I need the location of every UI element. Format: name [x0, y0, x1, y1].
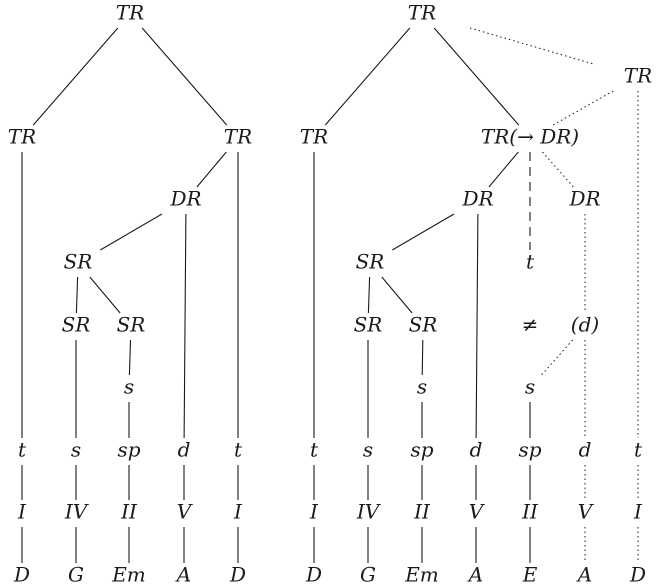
right-node-sp2: sp — [518, 438, 541, 462]
left-edge-TR-TRb — [141, 27, 228, 126]
right-node-SR2: SR — [409, 313, 438, 337]
left-node-c3: Em — [111, 563, 146, 587]
right-node-c4: A — [467, 563, 483, 587]
right-edge-TR-TRa — [324, 27, 411, 126]
right-node-n1: I — [309, 500, 319, 524]
right-node-SR: SR — [356, 250, 385, 274]
left-node-t1: t — [18, 438, 27, 462]
right-edge-TRc-DR2 — [542, 151, 574, 188]
left-node-t2: t — [234, 438, 243, 462]
right-node-n4: V — [469, 500, 486, 524]
left-node-c2: G — [68, 563, 84, 587]
right-node-c2: G — [360, 563, 376, 587]
right-node-c5: E — [522, 563, 538, 587]
left-node-s1: s — [71, 438, 81, 462]
left-node-n2: IV — [64, 500, 90, 524]
right-edge-SR-SR2 — [381, 276, 413, 314]
right-node-d2: d — [579, 438, 592, 462]
tree-edges — [21, 27, 639, 563]
right-node-DR2: DR — [568, 187, 600, 211]
right-node-c3: Em — [404, 563, 439, 587]
left-node-TRb: TR — [224, 125, 252, 149]
left-edge-DR-d1 — [183, 213, 187, 439]
left-node-n4: V — [177, 500, 194, 524]
left-node-DR: DR — [169, 187, 201, 211]
left-edge-TR-TRa — [32, 27, 119, 126]
right-edge-SR2-s — [421, 339, 424, 376]
left-edge-TRb-DR — [196, 151, 227, 188]
left-node-n3: II — [120, 500, 138, 524]
right-node-s: s — [417, 375, 427, 399]
left-node-n5: I — [233, 500, 243, 524]
right-node-d1: d — [470, 438, 483, 462]
right-edge-dpar-sE — [541, 339, 573, 376]
right-edge-DR-d1 — [475, 213, 479, 439]
right-edge-SR-SR1 — [367, 276, 371, 314]
right-node-c1: D — [305, 563, 322, 587]
left-node-d1: d — [178, 438, 191, 462]
left-edge-SR-SR1 — [75, 276, 79, 314]
right-node-TR: TR — [408, 1, 436, 25]
right-node-s1: s — [363, 438, 373, 462]
right-edge-TR-TRx — [469, 27, 594, 65]
left-node-c1: D — [13, 563, 30, 587]
left-node-SR2: SR — [117, 313, 146, 337]
left-node-n1: I — [17, 500, 27, 524]
right-node-TRa: TR — [300, 125, 328, 149]
right-edge-TR-TRc — [433, 27, 520, 126]
right-node-n5: II — [521, 500, 539, 524]
right-edge-TRc-DR — [488, 151, 519, 188]
right-node-tt: t — [526, 250, 535, 274]
right-node-c7: D — [629, 563, 646, 587]
right-node-TRx: TR — [624, 64, 652, 88]
left-node-SR: SR — [64, 250, 93, 274]
right-node-SR1: SR — [354, 313, 383, 337]
right-node-n3: II — [413, 500, 431, 524]
left-node-sp1: sp — [117, 438, 140, 462]
left-node-TR: TR — [116, 1, 144, 25]
left-node-TRa: TR — [8, 125, 36, 149]
left-node-s: s — [124, 375, 134, 399]
right-node-sE: s — [525, 375, 535, 399]
left-node-SR1: SR — [62, 313, 91, 337]
right-node-n6: V — [578, 500, 595, 524]
right-node-dpar: (d) — [571, 313, 599, 337]
left-node-c4: A — [175, 563, 191, 587]
right-node-DR: DR — [461, 187, 493, 211]
right-node-t2: t — [634, 438, 643, 462]
right-node-n2: IV — [356, 500, 382, 524]
right-node-neq: ≠ — [522, 313, 539, 337]
left-edge-DR-SR — [100, 213, 163, 251]
right-node-n7: I — [633, 500, 643, 524]
right-node-t1: t — [310, 438, 319, 462]
right-edge-DR-SR — [392, 213, 455, 251]
right-node-sp1: sp — [410, 438, 433, 462]
left-node-c5: D — [229, 563, 246, 587]
left-edge-SR2-s — [128, 339, 132, 376]
right-edge-TRx-TRc — [552, 90, 614, 126]
right-node-TRc: TR(→ DR) — [481, 125, 579, 149]
right-node-c6: A — [576, 563, 592, 587]
left-edge-SR-SR2 — [89, 276, 121, 314]
